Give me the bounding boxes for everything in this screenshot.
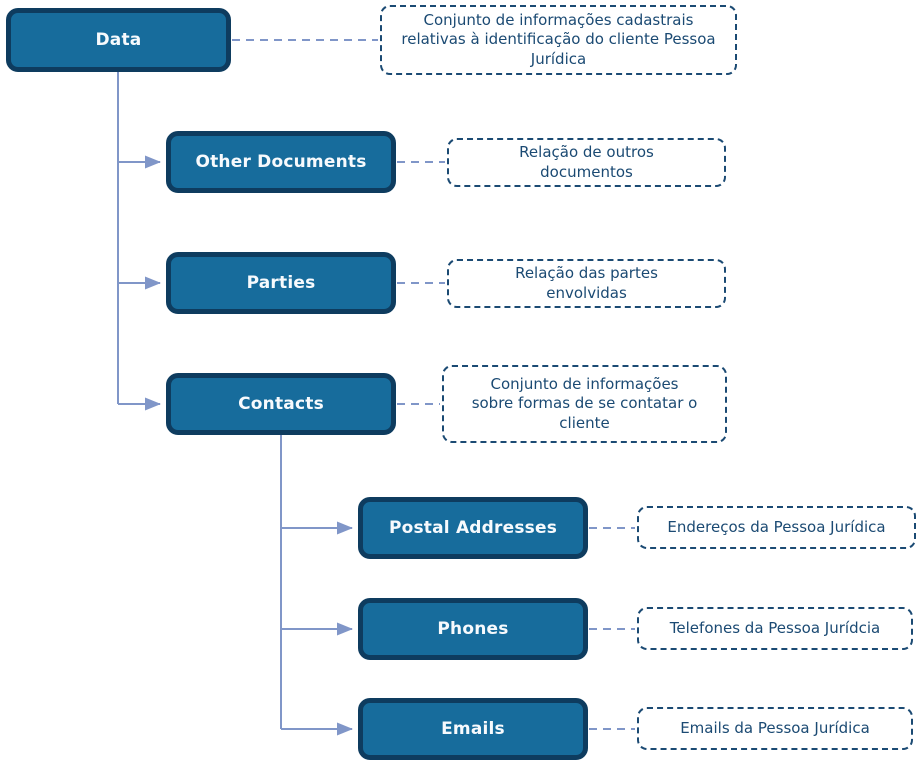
annotation-data-text: Conjunto de informações cadastrais relat… [401, 11, 716, 68]
annotation-other-documents-text: Relação de outros documentos [519, 143, 654, 181]
annotation-phones-text: Telefones da Pessoa Jurídcia [669, 618, 881, 637]
node-contacts-label: Contacts [238, 394, 324, 414]
node-other-documents: Other Documents [166, 131, 396, 193]
node-contacts: Contacts [166, 373, 396, 435]
node-postal-addresses: Postal Addresses [358, 497, 588, 559]
annotation-other-documents: Relação de outros documentos [447, 138, 726, 187]
node-data: Data [6, 8, 231, 72]
node-parties-label: Parties [246, 273, 316, 293]
annotation-postal-addresses: Endereços da Pessoa Jurídica [637, 506, 916, 549]
node-emails: Emails [358, 698, 588, 760]
node-phones: Phones [358, 598, 588, 660]
annotation-contacts: Conjunto de informações sobre formas de … [442, 365, 727, 443]
annotation-phones: Telefones da Pessoa Jurídcia [637, 607, 913, 650]
node-parties: Parties [166, 252, 396, 314]
annotation-emails-text: Emails da Pessoa Jurídica [680, 718, 870, 737]
node-emails-label: Emails [441, 719, 505, 739]
annotation-emails: Emails da Pessoa Jurídica [637, 707, 913, 750]
node-postal-addresses-label: Postal Addresses [388, 518, 558, 538]
annotation-contacts-text: Conjunto de informações sobre formas de … [471, 375, 698, 432]
node-other-documents-label: Other Documents [195, 152, 367, 172]
node-phones-label: Phones [437, 619, 509, 639]
annotation-parties: Relação das partes envolvidas [447, 259, 726, 308]
annotation-parties-text: Relação das partes envolvidas [515, 264, 658, 302]
annotation-data: Conjunto de informações cadastrais relat… [380, 5, 737, 75]
node-data-label: Data [95, 30, 142, 50]
annotation-postal-addresses-text: Endereços da Pessoa Jurídica [667, 517, 886, 536]
